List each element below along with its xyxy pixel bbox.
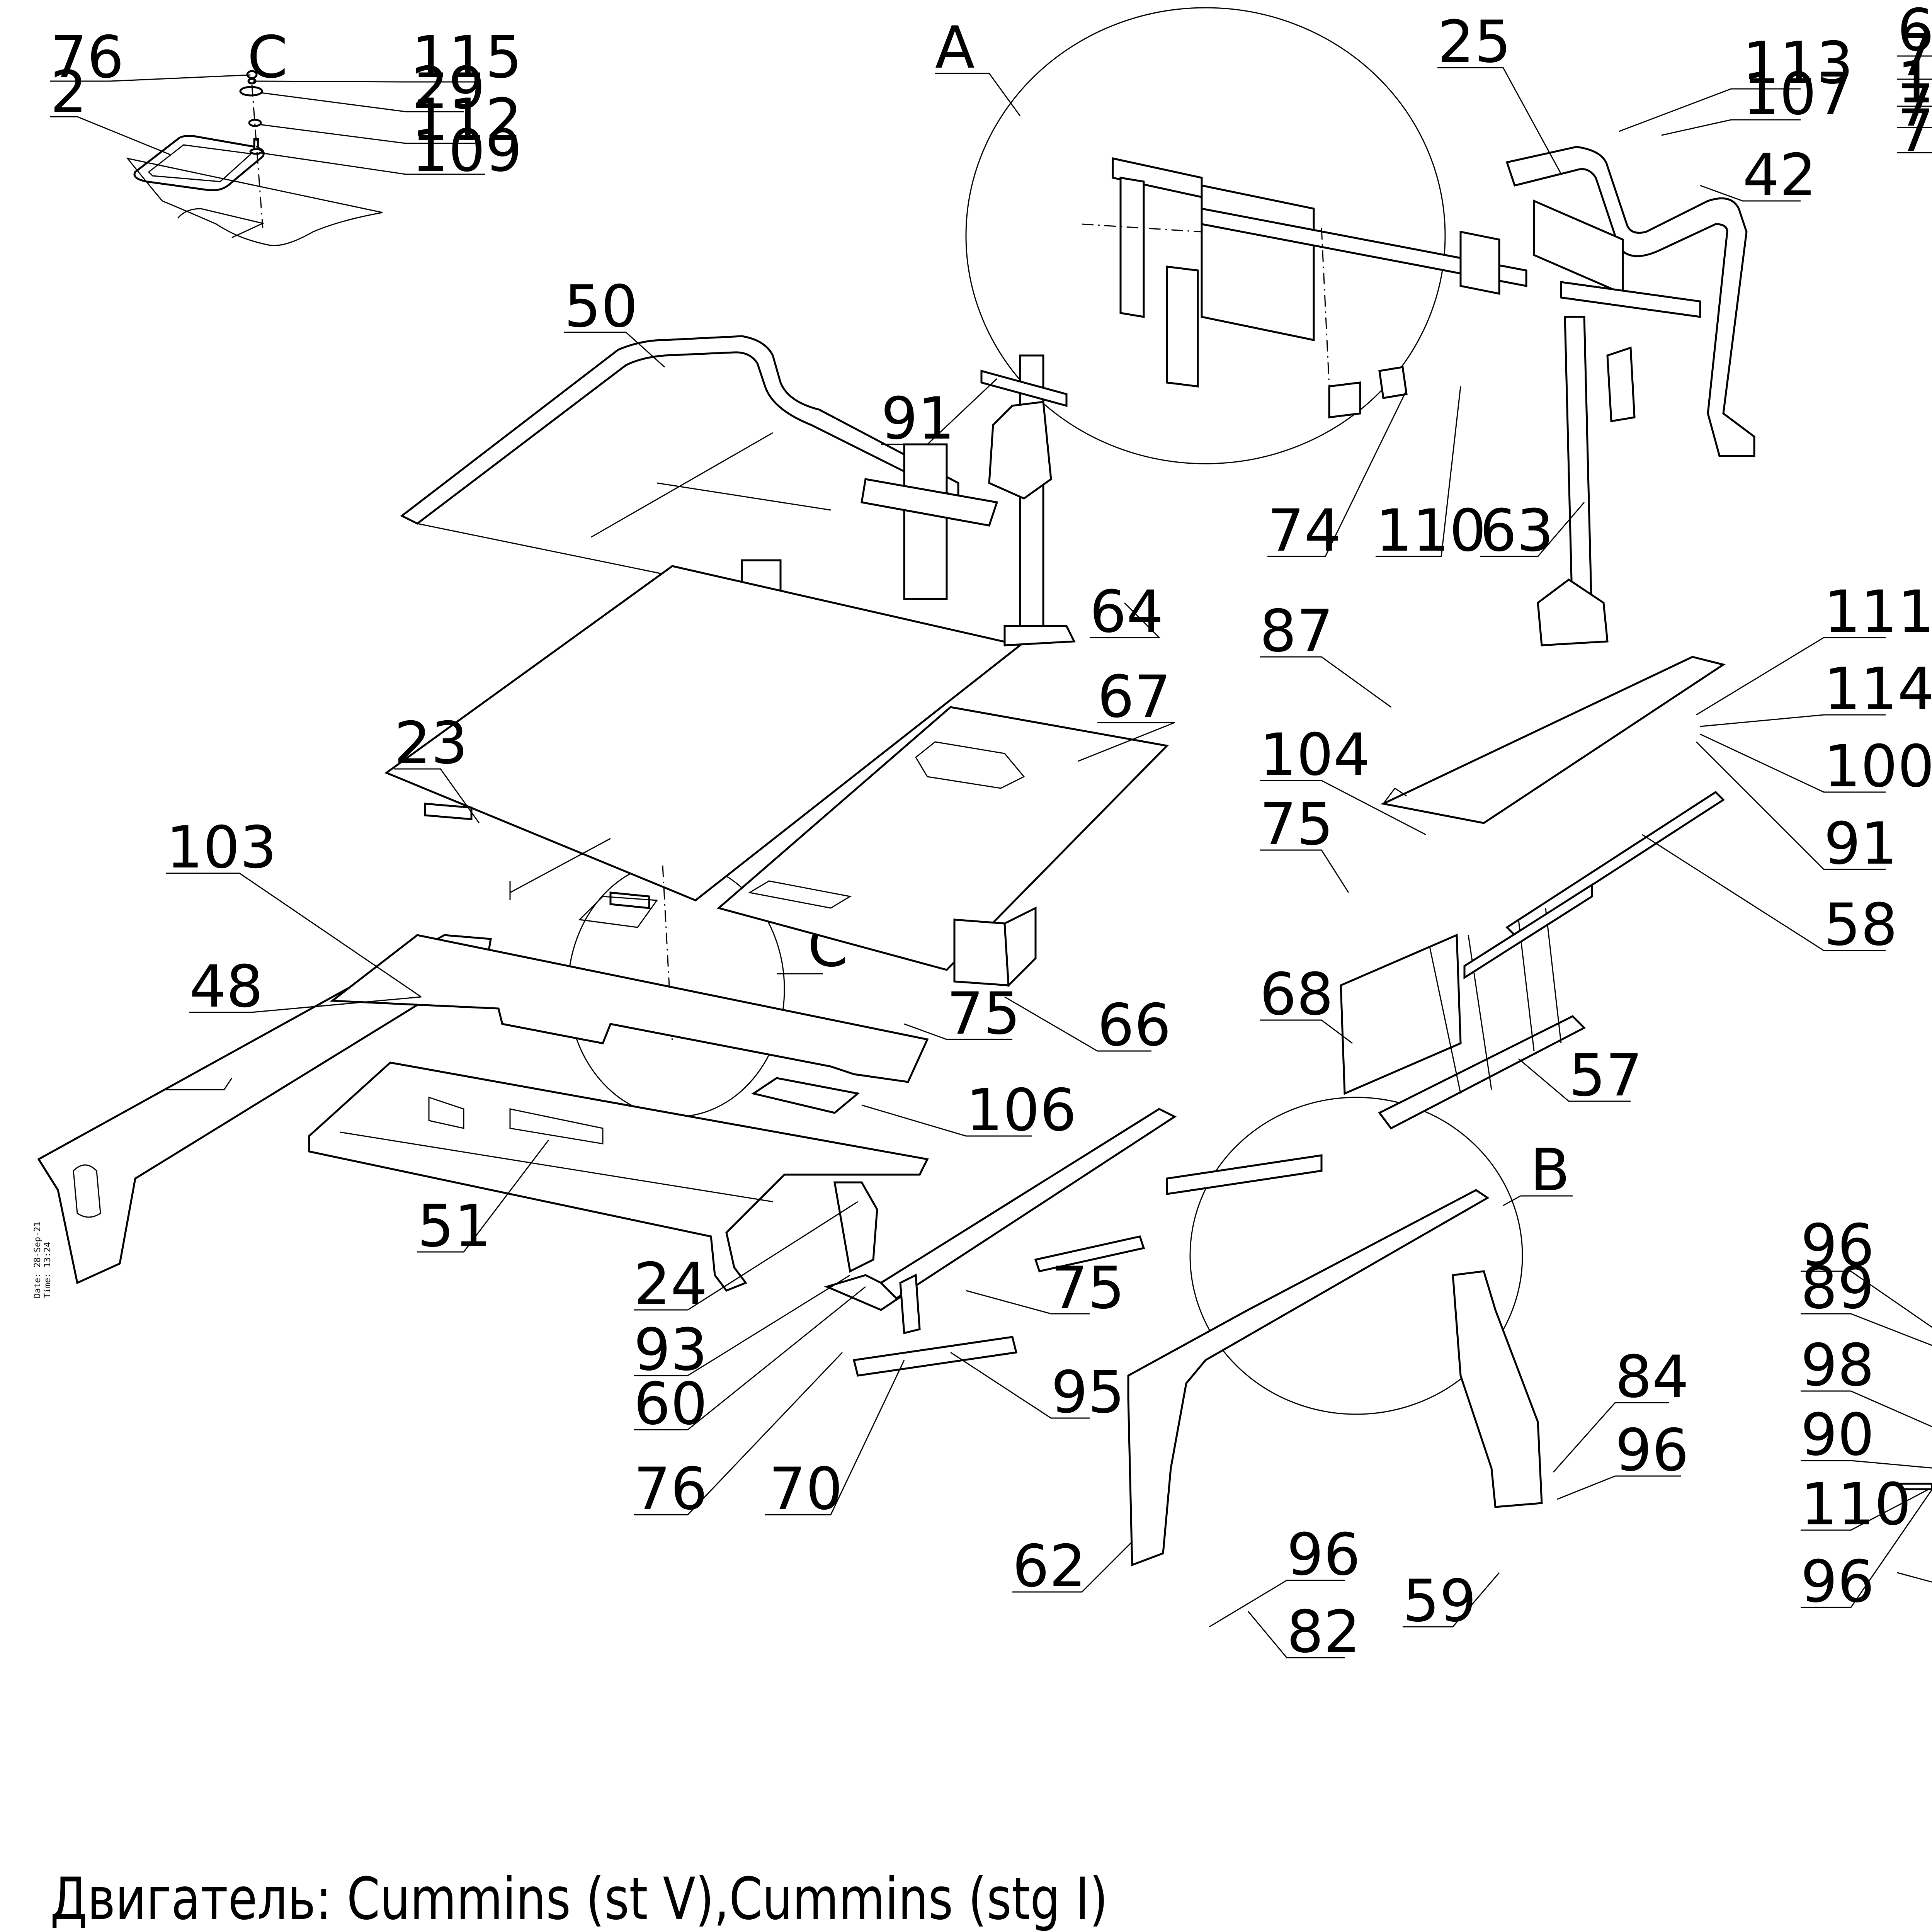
callout-a-110: 110: [1801, 1471, 1911, 1538]
stamp-date: Date: 28-Sep-21: [33, 1221, 43, 1298]
callout-23: 23: [394, 710, 468, 777]
callout-25: 25: [1437, 9, 1511, 76]
callout-113: 113: [1743, 30, 1853, 97]
callout-82: 82: [1287, 1599, 1361, 1666]
callout-111: 111: [1824, 578, 1932, 646]
part-2-gasket: [133, 135, 265, 191]
callout-c-115: 115: [412, 24, 522, 91]
callout-59: 59: [1403, 1568, 1476, 1635]
callout-75b: 75: [947, 980, 1020, 1048]
engine-caption: Двигатель: Cummins (st V),Cummins (stg I…: [50, 1866, 1108, 1932]
view-c-detail: C 76 115 2 29 112 109: [50, 24, 522, 247]
callout-63: 63: [1480, 497, 1554, 565]
callout-48: 48: [189, 953, 263, 1020]
detail-circle-a: [965, 7, 1446, 464]
part-66-bracket: [953, 918, 1010, 986]
callout-114: 114: [1824, 656, 1932, 723]
engine-caption-ru: Двигатель: Cummins (st V),Cummins (stg I…: [50, 1866, 1108, 1932]
callout-58: 58: [1824, 891, 1898, 959]
callout-70: 70: [769, 1456, 843, 1523]
detail-circle-b: [1189, 1097, 1523, 1415]
part-60-beam: [879, 1108, 1177, 1300]
circle-b-label: B: [1530, 1137, 1570, 1204]
view-a-detail: A: [1801, 1212, 1932, 1616]
callout-96: 96: [1287, 1521, 1361, 1588]
callout-24: 24: [634, 1251, 707, 1318]
callout-42: 42: [1743, 142, 1816, 209]
callout-a-90: 90: [1801, 1401, 1874, 1469]
callout-103: 103: [166, 814, 277, 881]
callout-66: 66: [1097, 992, 1171, 1059]
callout-c-29: 29: [412, 55, 485, 122]
callout-106: 106: [966, 1077, 1077, 1144]
part-106-plate: [751, 1077, 860, 1114]
callout-91: 91: [881, 385, 955, 452]
callout-a-89a: 89: [1801, 1255, 1874, 1322]
part-59-leg: [1452, 1270, 1543, 1508]
part-68-plate: [1340, 934, 1462, 1095]
callout-110: 110: [1376, 497, 1486, 565]
callout-67: 67: [1097, 663, 1171, 731]
callout-91b: 91: [1824, 810, 1898, 878]
callout-93: 93: [634, 1316, 707, 1384]
callout-c-2: 2: [50, 59, 87, 126]
callout-a-98: 98: [1801, 1332, 1874, 1399]
callout-96b: 96: [1615, 1417, 1689, 1484]
callout-57: 57: [1569, 1042, 1643, 1109]
callout-95: 95: [1051, 1359, 1125, 1426]
callout-a-96b: 96: [1801, 1548, 1874, 1616]
callout-104: 104: [1260, 721, 1370, 789]
washer-112-icon: [248, 119, 262, 127]
part-67-side-panel: [716, 706, 1169, 971]
circle-a-label: A: [935, 14, 975, 82]
part-58-rail: [1505, 791, 1725, 937]
callout-62: 62: [1012, 1533, 1086, 1600]
callout-c-109: 109: [412, 117, 522, 185]
callout-50: 50: [564, 273, 638, 340]
part-48-side-rail: [37, 934, 492, 1284]
callout-60: 60: [634, 1371, 707, 1438]
washer-29-icon: [239, 86, 263, 97]
main-assembly-view: A C B: [37, 7, 1932, 1666]
callout-b-101: 101: [1897, 49, 1932, 116]
part-50-handrail: [400, 335, 959, 525]
callout-87: 87: [1260, 598, 1333, 665]
view-b-detail: B 61 74 76 101 71 79 80 74 118: [1897, 0, 1932, 165]
callout-b-76: 76: [1897, 22, 1932, 89]
callout-75: 75: [1260, 791, 1333, 858]
stamp-time: Time: 13:24: [43, 1242, 53, 1298]
callout-107: 107: [1743, 61, 1853, 128]
callout-75c: 75: [1051, 1255, 1125, 1322]
callout-74: 74: [1267, 497, 1341, 565]
part-103-cover-plate: [330, 934, 929, 1083]
callout-76: 76: [634, 1456, 707, 1523]
callout-c-112: 112: [412, 87, 522, 154]
part-62-leg: [1127, 1189, 1490, 1566]
part-70-channel: [852, 1336, 1018, 1377]
callout-100: 100: [1824, 733, 1932, 800]
callout-a-96a: 96: [1801, 1212, 1874, 1279]
callout-51: 51: [417, 1193, 491, 1260]
callout-84: 84: [1615, 1344, 1689, 1411]
callout-b-61: 61: [1897, 0, 1932, 64]
callout-b-79: 79: [1897, 97, 1932, 165]
callout-68: 68: [1260, 961, 1333, 1028]
callout-c-76: 76: [50, 24, 124, 91]
part-104-cover: [1380, 656, 1726, 824]
callout-b-71: 71: [1897, 72, 1932, 139]
callout-64: 64: [1090, 578, 1163, 646]
